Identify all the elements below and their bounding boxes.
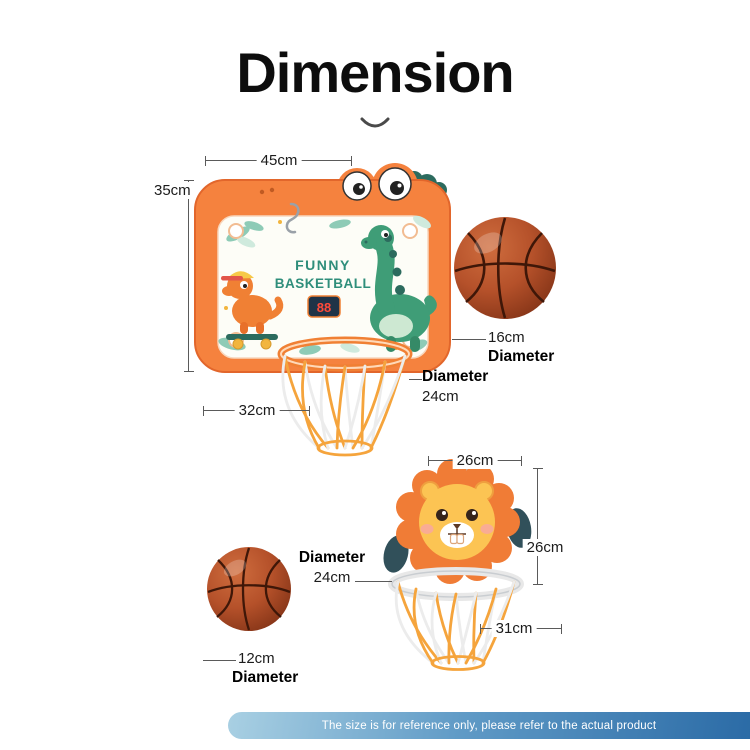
lion-hoop-diameter-label: Diameter <box>298 549 366 566</box>
dim-label-lion-bottom: 31cm <box>491 620 537 637</box>
backboard-illustration: FUNNY BASKETBALL 88 <box>194 163 451 457</box>
ball-large-diameter-value: 16cm <box>488 329 525 346</box>
dim-line-lion-height <box>533 468 543 585</box>
dim-label-board-height: 35cm <box>150 182 195 199</box>
basketball-large <box>454 217 556 319</box>
ball-large-diameter: 16cm Diameter <box>488 329 554 366</box>
dim-label-board-width: 45cm <box>256 152 302 169</box>
dim-label-lion-height: 26cm <box>522 539 568 556</box>
lion-hoop-diameter: Diameter 24cm <box>299 549 365 586</box>
board-art-line2: BASKETBALL <box>275 276 372 291</box>
board-hoop-diameter-label: Diameter <box>422 368 489 385</box>
net-art <box>281 354 407 457</box>
ball-small-diameter-value: 12cm <box>238 650 275 667</box>
board-art-line1: FUNNY <box>295 257 351 273</box>
smile-icon <box>360 117 390 128</box>
footer-note-text: The size is for reference only, please r… <box>321 719 657 732</box>
dim-label-board-bottom: 32cm <box>234 402 280 419</box>
hook-icon <box>285 202 300 234</box>
ball-small-diameter-label: Diameter <box>232 669 299 686</box>
scoreboard-digits: 88 <box>317 300 331 315</box>
page-title: Dimension <box>236 41 514 104</box>
ball-small-diameter: 12cm Diameter <box>232 650 298 687</box>
green-dino-art <box>361 225 437 352</box>
dim-line-board-height <box>184 180 194 372</box>
board-hoop-diameter: Diameter 24cm <box>422 368 488 405</box>
ball-large-diameter-label: Diameter <box>488 348 555 365</box>
leader-ball-large <box>452 339 486 340</box>
net-art <box>394 580 516 671</box>
leader-board-hoop <box>409 379 422 380</box>
lion-hoop-illustration <box>383 459 532 671</box>
footer-note: The size is for reference only, please r… <box>228 712 750 739</box>
dim-label-lion-width: 26cm <box>452 452 498 469</box>
lion-hoop-diameter-value: 24cm <box>313 569 351 586</box>
basketball-small <box>207 547 291 631</box>
orange-dino-art <box>221 271 284 350</box>
leader-lion-hoop <box>355 581 392 582</box>
leader-ball-small <box>203 660 236 661</box>
board-hoop-diameter-value: 24cm <box>422 388 459 405</box>
